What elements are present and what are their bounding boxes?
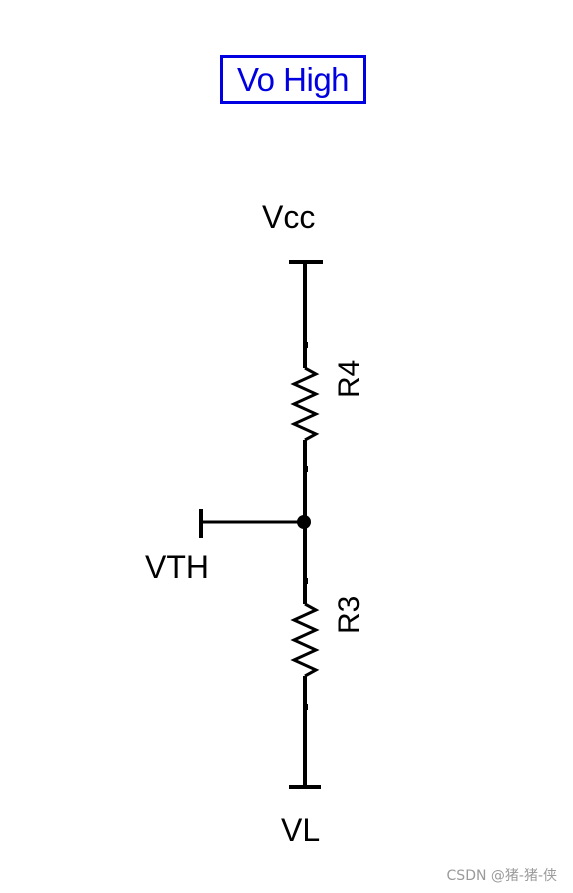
resistor-r3 bbox=[290, 602, 320, 678]
vth-label: VTH bbox=[145, 549, 209, 585]
resistor-r4 bbox=[290, 366, 320, 442]
title-box: Vo High bbox=[220, 55, 366, 104]
vcc-label: Vcc bbox=[262, 199, 316, 235]
r3-label: R3 bbox=[333, 596, 366, 634]
watermark-text: CSDN @猪-猪-侠 bbox=[446, 868, 557, 884]
vl-label: VL bbox=[281, 812, 321, 848]
title-text: Vo High bbox=[236, 60, 350, 98]
r4-label: R4 bbox=[333, 360, 366, 398]
